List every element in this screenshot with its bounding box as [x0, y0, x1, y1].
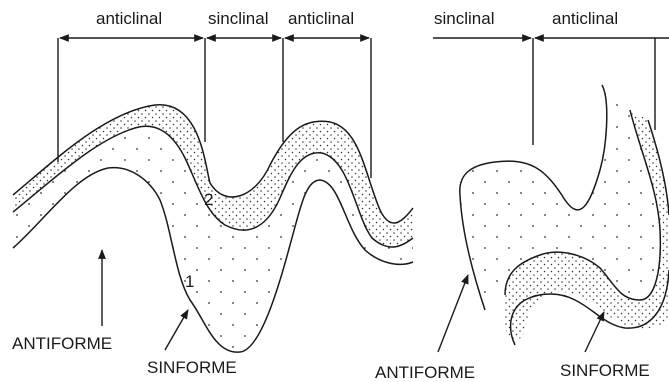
right-label-sinforme: SINFORME: [560, 361, 650, 380]
right-sinforme-arrow: [585, 312, 604, 352]
left-label-anticlinal-1: anticlinal: [96, 9, 162, 28]
right-label-antiforme: ANTIFORME: [375, 363, 475, 382]
right-fold-panel: sinclinal anticlinal ANTIFORME SINFORME: [375, 9, 669, 382]
left-label-anticlinal-2: anticlinal: [288, 9, 354, 28]
right-antiforme-arrow: [438, 275, 468, 352]
right-label-anticlinal: anticlinal: [552, 9, 618, 28]
left-fold-panel: anticlinal sinclinal anticlinal 2 1 ANTI…: [12, 9, 413, 377]
left-label-sinclinal: sinclinal: [208, 9, 268, 28]
left-label-sinforme: SINFORME: [147, 358, 237, 377]
layer-number-1: 1: [185, 272, 194, 291]
left-sinforme-arrow: [165, 310, 188, 350]
right-label-sinclinal: sinclinal: [434, 9, 494, 28]
left-label-antiforme: ANTIFORME: [12, 334, 112, 353]
layer-number-2: 2: [204, 190, 213, 209]
